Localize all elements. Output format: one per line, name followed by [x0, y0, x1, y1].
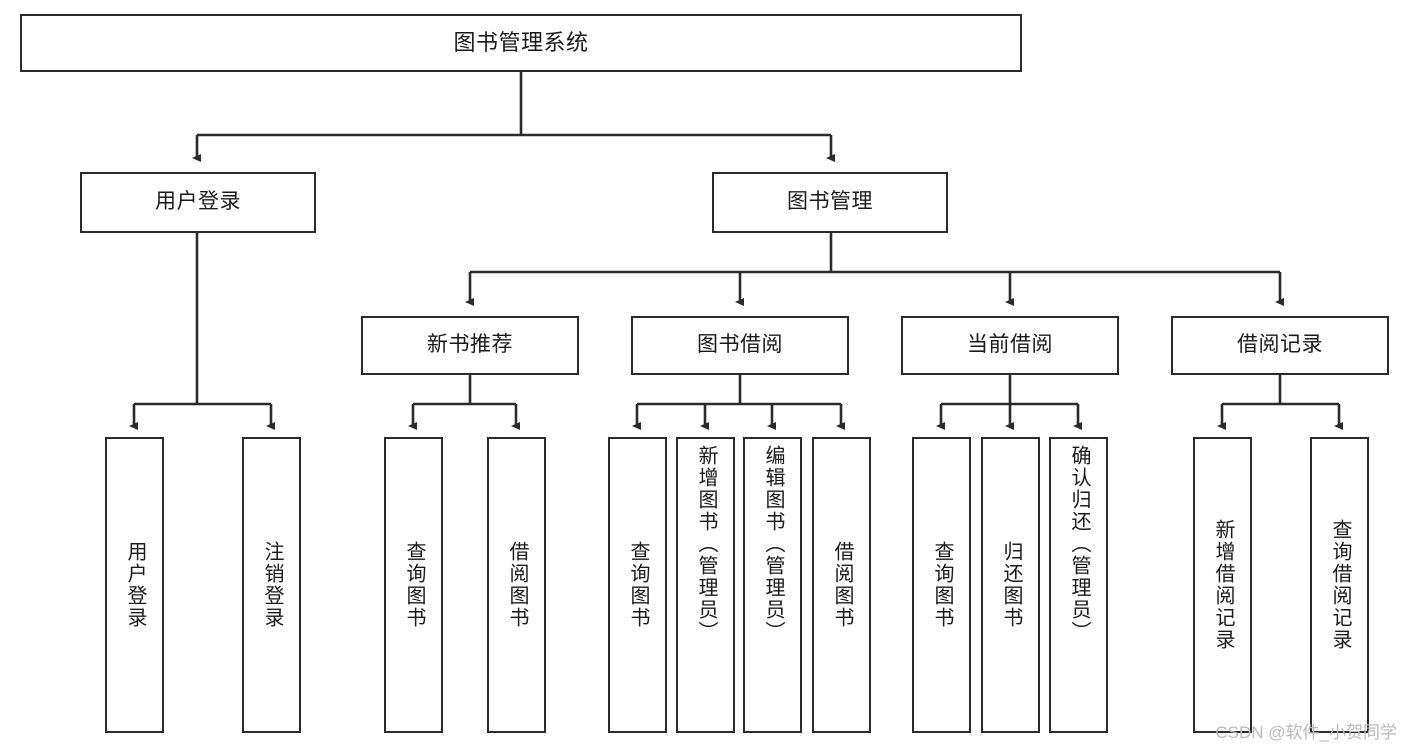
node-label: 新增图书（管理员） — [695, 445, 717, 643]
node-leaf-edit-book-admin[interactable]: 编辑图书（管理员） — [743, 437, 802, 733]
node-user-login[interactable]: 用户登录 — [80, 172, 316, 233]
node-label: 当前借阅 — [967, 333, 1053, 357]
node-label: 借阅图书 — [831, 541, 853, 629]
node-leaf-add-book-admin[interactable]: 新增图书（管理员） — [676, 437, 735, 733]
node-leaf-user-login[interactable]: 用户登录 — [105, 437, 164, 733]
node-leaf-query-borrow-record[interactable]: 查询借阅记录 — [1310, 437, 1369, 733]
node-label: 图书管理系统 — [453, 30, 589, 56]
node-leaf-return-book[interactable]: 归还图书 — [981, 437, 1040, 733]
node-label: 新增借阅记录 — [1212, 519, 1234, 651]
node-root-system[interactable]: 图书管理系统 — [20, 14, 1022, 72]
node-leaf-confirm-return-admin[interactable]: 确认归还（管理员） — [1049, 437, 1108, 733]
node-label: 归还图书 — [1000, 541, 1022, 629]
node-label: 注销登录 — [261, 541, 283, 629]
node-label: 查询图书 — [627, 541, 649, 629]
node-leaf-add-borrow-record[interactable]: 新增借阅记录 — [1193, 437, 1252, 733]
node-label: 借阅图书 — [506, 541, 528, 629]
node-borrow-record[interactable]: 借阅记录 — [1171, 316, 1389, 375]
node-leaf-borrow-book-2[interactable]: 借阅图书 — [812, 437, 871, 733]
node-label: 查询图书 — [403, 541, 425, 629]
node-leaf-logout-login[interactable]: 注销登录 — [242, 437, 301, 733]
node-leaf-query-book-2[interactable]: 查询图书 — [608, 437, 667, 733]
node-label: 借阅记录 — [1237, 333, 1323, 357]
node-book-manage[interactable]: 图书管理 — [712, 172, 948, 233]
node-new-book-recommend[interactable]: 新书推荐 — [361, 316, 579, 375]
node-label: 用户登录 — [124, 541, 146, 629]
node-leaf-query-book-3[interactable]: 查询图书 — [912, 437, 971, 733]
node-label: 编辑图书（管理员） — [762, 445, 784, 643]
node-label: 图书管理 — [787, 190, 873, 214]
node-leaf-borrow-book-1[interactable]: 借阅图书 — [487, 437, 546, 733]
node-label: 确认归还（管理员） — [1068, 445, 1090, 643]
node-label: 查询图书 — [931, 541, 953, 629]
node-label: 新书推荐 — [427, 333, 513, 357]
watermark-text: CSDN @软件_小贺同学 — [1215, 723, 1397, 742]
node-current-borrow[interactable]: 当前借阅 — [901, 316, 1119, 375]
node-leaf-query-book-1[interactable]: 查询图书 — [384, 437, 443, 733]
node-label: 查询借阅记录 — [1329, 519, 1351, 651]
node-book-borrow[interactable]: 图书借阅 — [631, 316, 849, 375]
node-label: 图书借阅 — [697, 333, 783, 357]
node-label: 用户登录 — [155, 190, 241, 214]
